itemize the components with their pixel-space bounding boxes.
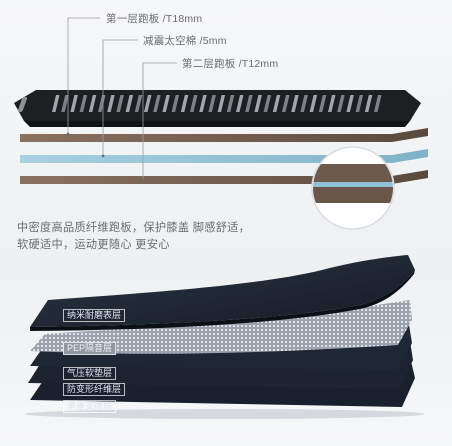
board-slot xyxy=(125,95,134,112)
top-board xyxy=(14,90,421,127)
board-slot xyxy=(107,95,115,112)
label-second-board: 第二层跑板 /T12mm xyxy=(182,58,279,70)
belt-label-air-cushion: 气压软垫层 xyxy=(63,367,117,380)
belt-label-load-support: 承重支撑层 xyxy=(63,400,117,413)
board-slot xyxy=(61,95,69,112)
wood-layer-top xyxy=(20,128,428,142)
description-line-2: 软硬适中，运动更随心 更安心 xyxy=(17,239,170,251)
board-slot xyxy=(355,95,364,112)
board-slot xyxy=(217,95,226,112)
board-slot xyxy=(134,95,143,112)
board-slot xyxy=(88,95,97,112)
board-slot xyxy=(282,95,290,112)
board-slot xyxy=(272,95,281,112)
board-slot xyxy=(180,95,189,112)
board-slot xyxy=(291,95,299,112)
label-first-board: 第一层跑板 /T18mm xyxy=(106,13,203,25)
leader-lines xyxy=(67,17,177,180)
board-slot xyxy=(52,95,60,112)
board-slot xyxy=(116,95,124,112)
board-slot xyxy=(337,95,345,112)
board-slot xyxy=(263,95,272,112)
board-slot xyxy=(364,95,373,112)
magnifier-circle xyxy=(311,146,395,230)
board-slot xyxy=(98,95,106,112)
board-slot xyxy=(309,95,318,112)
board-slot xyxy=(226,95,235,112)
belt-stack xyxy=(25,255,425,419)
description-line-1: 中密度高品质纤维跑板，保护膝盖 脚感舒适， xyxy=(17,222,251,234)
board-slot xyxy=(144,95,152,112)
board-slot xyxy=(199,95,207,112)
board-slot xyxy=(346,95,354,112)
board-slot xyxy=(300,95,308,112)
board-slot xyxy=(374,95,382,112)
label-shock-foam: 减震太空棉 /5mm xyxy=(143,35,227,47)
board-slot xyxy=(190,95,198,112)
board-slot xyxy=(328,95,336,112)
board-slot xyxy=(153,95,161,112)
belt-label-anti-deform: 防变形纤维层 xyxy=(63,383,126,396)
board-slot xyxy=(245,95,253,112)
board-slot xyxy=(236,95,244,112)
belt-label-pep-sound: PEP隔音层 xyxy=(63,342,117,355)
board-slot xyxy=(171,95,180,112)
board-slot xyxy=(79,95,88,112)
board-slot xyxy=(318,95,327,112)
board-slot xyxy=(70,95,78,112)
board-slot xyxy=(254,95,262,112)
belt-label-nano-surface: 纳米耐磨表层 xyxy=(63,309,126,322)
board-slot xyxy=(208,95,216,112)
board-slot xyxy=(162,95,170,112)
board-slots xyxy=(52,95,382,112)
